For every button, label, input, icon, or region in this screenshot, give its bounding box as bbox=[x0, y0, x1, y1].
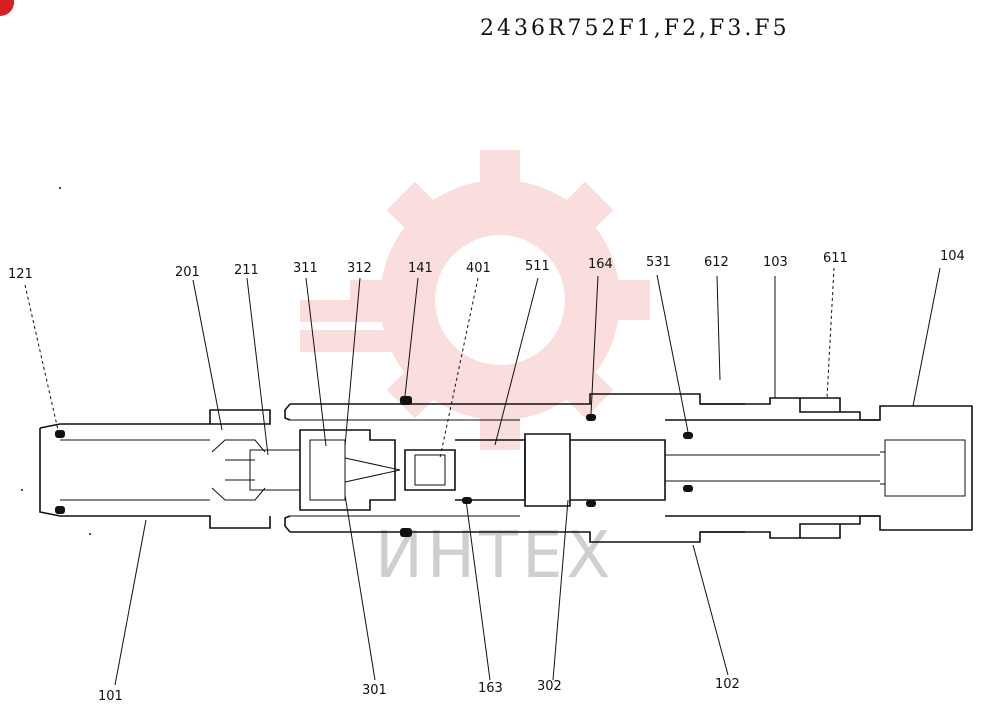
callout-141: 141 bbox=[408, 261, 433, 276]
part-301-piston bbox=[299, 429, 396, 511]
drawing-title: 2436R752F1,F2,F3.F5 bbox=[480, 16, 790, 41]
oring-163 bbox=[462, 497, 472, 504]
oring-121-bottom bbox=[55, 506, 65, 514]
part-102-sleeve bbox=[284, 393, 745, 543]
scan-specks bbox=[21, 187, 91, 535]
watermark-gear-icon bbox=[300, 150, 650, 450]
callout-101: 101 bbox=[98, 689, 123, 704]
callout-121: 121 bbox=[8, 267, 33, 282]
part-104-fitting bbox=[860, 405, 973, 531]
oring-141-bottom bbox=[400, 528, 412, 537]
callout-611: 611 bbox=[823, 251, 848, 266]
callout-612: 612 bbox=[704, 255, 729, 270]
oring-141-top bbox=[400, 396, 412, 405]
valve-assembly bbox=[39, 393, 973, 543]
oring-531-top bbox=[683, 432, 693, 439]
part-401-spring-seat bbox=[404, 449, 456, 491]
callout-312: 312 bbox=[347, 261, 372, 276]
callout-401: 401 bbox=[466, 261, 491, 276]
corner-mark bbox=[0, 0, 15, 17]
callout-104: 104 bbox=[940, 249, 965, 264]
callout-102: 102 bbox=[715, 677, 740, 692]
callout-201: 201 bbox=[175, 265, 200, 280]
callout-311: 311 bbox=[293, 261, 318, 276]
callout-103: 103 bbox=[763, 255, 788, 270]
oring-121-top bbox=[55, 430, 65, 438]
oring-164-top bbox=[586, 414, 596, 421]
callout-531: 531 bbox=[646, 255, 671, 270]
leader-lines bbox=[24, 267, 941, 686]
callout-163: 163 bbox=[478, 681, 503, 696]
callout-164: 164 bbox=[588, 257, 613, 272]
part-302-spool bbox=[524, 433, 571, 507]
callout-labels: 121 201 211 311 312 141 401 511 164 531 … bbox=[8, 249, 965, 704]
part-101-housing bbox=[39, 409, 271, 529]
callout-302: 302 bbox=[537, 679, 562, 694]
callout-301: 301 bbox=[362, 683, 387, 698]
callout-511: 511 bbox=[525, 259, 550, 274]
oring-164-bottom bbox=[586, 500, 596, 507]
callout-211: 211 bbox=[234, 263, 259, 278]
oring-531-bottom bbox=[683, 485, 693, 492]
part-103-body bbox=[700, 397, 861, 539]
